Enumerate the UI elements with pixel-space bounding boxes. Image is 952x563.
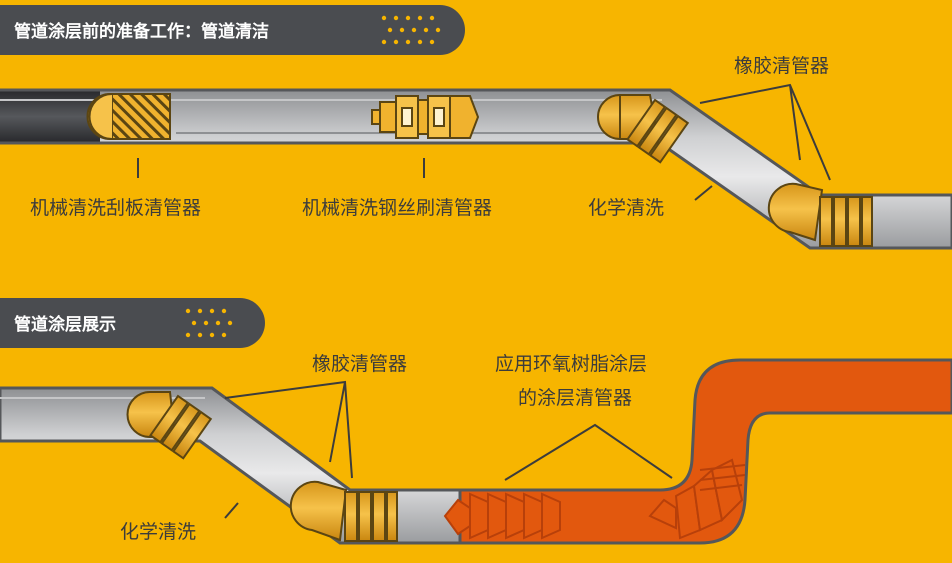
- brush-pig-icon: [371, 95, 480, 139]
- section2-banner: 管道涂层展示: [0, 298, 265, 348]
- banner-dots-icon: [381, 15, 441, 45]
- scraper-pig-icon: [86, 93, 171, 140]
- banner-dots-icon-2: [185, 308, 233, 338]
- label-chemical-clean-1: 化学清洗: [588, 197, 664, 219]
- section1-title: 管道涂层前的准备工作：管道清洁: [14, 21, 269, 42]
- coating-pig-bend-icon: [648, 458, 746, 540]
- rubber-pig-icon-2b: [289, 480, 398, 542]
- section2-title: 管道涂层展示: [14, 314, 116, 335]
- section1-banner: 管道涂层前的准备工作：管道清洁: [0, 5, 465, 55]
- rubber-pig-icon-1b: [767, 182, 873, 247]
- section1-leader-lines: [137, 83, 831, 201]
- label-rubber-pig-1: 橡胶清管器: [734, 55, 829, 77]
- rubber-pig-icon-1a: [597, 94, 690, 164]
- label-rubber-pig-2: 橡胶清管器: [312, 353, 407, 375]
- label-coating-pig-line2: 的涂层清管器: [518, 387, 632, 409]
- coating-pig-icon: [443, 492, 561, 540]
- label-scraper-pig: 机械清洗刮板清管器: [30, 197, 201, 219]
- label-coating-pig-line1: 应用环氧树脂涂层: [495, 353, 647, 375]
- pipe-coated-section: [458, 358, 952, 545]
- section2-leader-lines: [224, 380, 673, 519]
- pipe-section2: [0, 386, 472, 545]
- label-brush-pig: 机械清洗钢丝刷清管器: [302, 197, 492, 219]
- rubber-pig-icon-2a: [126, 391, 213, 460]
- label-chemical-clean-2: 化学清洗: [120, 521, 196, 543]
